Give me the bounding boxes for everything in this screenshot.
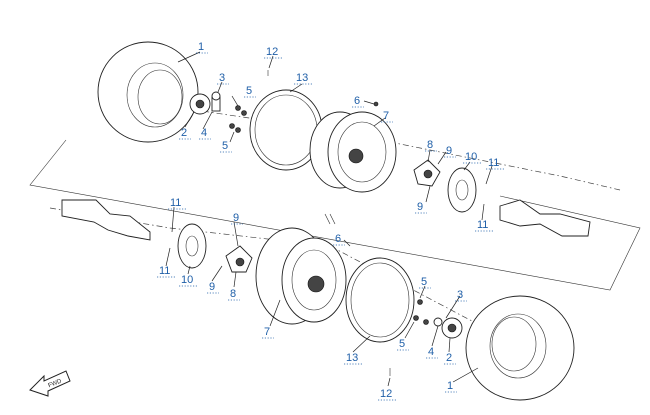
callout-2-bot: 2 [446,352,452,364]
callout-11-bot-a: 11 [170,197,181,209]
rim-bottom [255,227,347,325]
callout-1-bot: 1 [447,380,453,392]
disc-bottom [177,223,207,269]
callout-6-bot: 6 [335,233,341,245]
bolts-top [229,70,269,133]
callout-6-top: 6 [354,95,360,107]
callout-13-top: 13 [296,72,308,84]
callout-12-top: 12 [266,46,278,58]
callout-11-top-a: 11 [488,157,499,169]
tire-bottom [465,295,575,401]
callout-11-bot-b: 11 [159,265,170,277]
fwd-arrow-icon: FWD [29,370,71,397]
callout-4-top: 4 [201,127,207,139]
knuckle-bottom [225,245,253,273]
knuckle-top [413,159,441,187]
callout-7-bot: 7 [264,326,270,338]
callout-10-bot: 10 [181,274,193,286]
callout-7-top: 7 [383,110,389,122]
callout-3-top: 3 [219,72,225,84]
callout-8-bot: 8 [230,288,236,300]
callout-12-bot: 12 [380,388,392,400]
callout-10-top: 10 [465,151,477,163]
nut-top [211,91,221,101]
callout-4-bot: 4 [428,346,434,358]
bolts-bottom [389,299,429,376]
callouts: 1 3 2 4 5 5 12 13 6 7 8 9 9 10 11 11 11 … [157,41,504,401]
callout-5-top-b: 5 [222,140,228,152]
callout-13-bot: 13 [346,352,358,364]
hub-top [189,93,221,115]
leader-lines [165,51,493,387]
callout-9-top-b: 9 [417,201,423,213]
disc-top [447,167,477,213]
callout-5-bot-b: 5 [399,338,405,350]
callout-9-bot-a: 9 [233,212,239,224]
callout-3-bot: 3 [457,289,463,301]
callout-9-bot-b: 9 [209,281,215,293]
tire-top [97,41,199,143]
hub-bottom [433,317,463,339]
callout-2-top: 2 [181,127,187,139]
callout-5-bot-a: 5 [421,276,427,288]
callout-9-top-a: 9 [446,145,452,157]
driveshaft-left [61,199,151,241]
rim-top [309,101,397,193]
driveshaft-right [499,199,591,237]
callout-5-top-a: 5 [246,85,252,97]
callout-1-top: 1 [198,41,204,53]
beadlock-ring-bottom [345,257,415,343]
fwd-label: FWD [48,378,64,389]
callout-8-top: 8 [427,139,433,151]
callout-11-top-b: 11 [477,219,488,231]
